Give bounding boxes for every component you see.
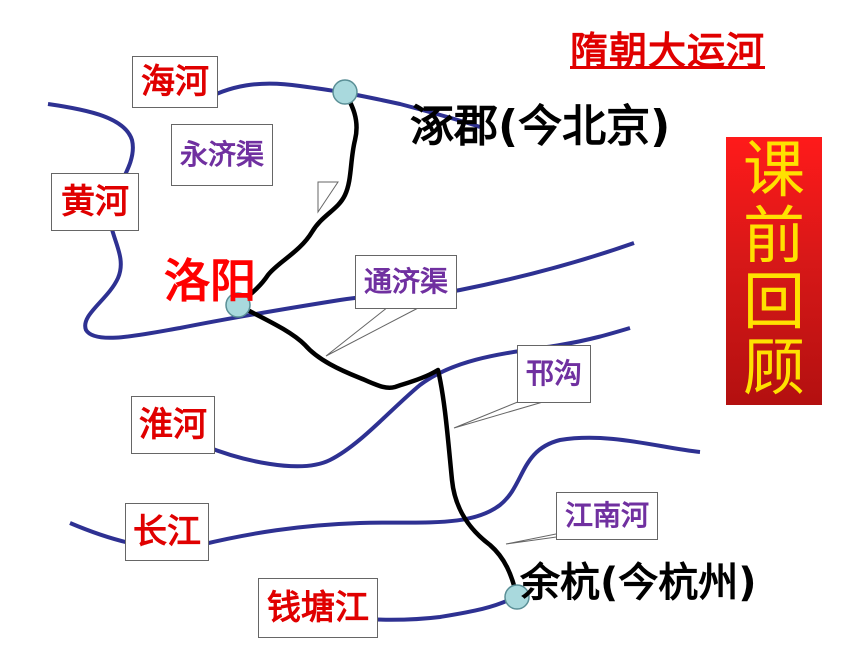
zhuojun-city-label: 涿郡(今北京) <box>410 101 671 152</box>
yuhang-city-label: 余杭(今杭州) <box>520 560 757 606</box>
huaihe-label: 淮河 <box>131 396 215 454</box>
review-char-4: 顾 <box>742 331 805 404</box>
luoyang-marker <box>225 292 251 318</box>
review-banner: 课 前 回 顾 <box>726 137 822 405</box>
zhuojun-marker <box>332 79 358 105</box>
huanghe-label: 黄河 <box>51 173 139 231</box>
grand-canal <box>235 90 520 598</box>
map-title: 隋朝大运河 <box>570 29 766 73</box>
review-char-1: 课 <box>742 133 805 206</box>
review-char-2: 前 <box>742 199 805 272</box>
tongjiqu-callout-pointer <box>325 306 421 357</box>
jiangnanhe-label: 江南河 <box>556 492 659 540</box>
luoyang-city-label: 洛阳 <box>164 254 256 308</box>
haihe-label: 海河 <box>132 56 218 108</box>
review-char-3: 回 <box>742 265 805 338</box>
yongjiqu-label: 永济渠 <box>171 124 274 186</box>
changjiang-label: 长江 <box>125 503 209 561</box>
yuhang-marker <box>504 584 530 610</box>
tongjiqu-label: 通济渠 <box>355 255 458 309</box>
hangou-label: 邗沟 <box>517 345 592 403</box>
qiantangjiang-label: 钱塘江 <box>258 578 378 638</box>
yongjiqu-callout-pointer <box>317 181 339 214</box>
huaihe-river <box>204 326 631 469</box>
